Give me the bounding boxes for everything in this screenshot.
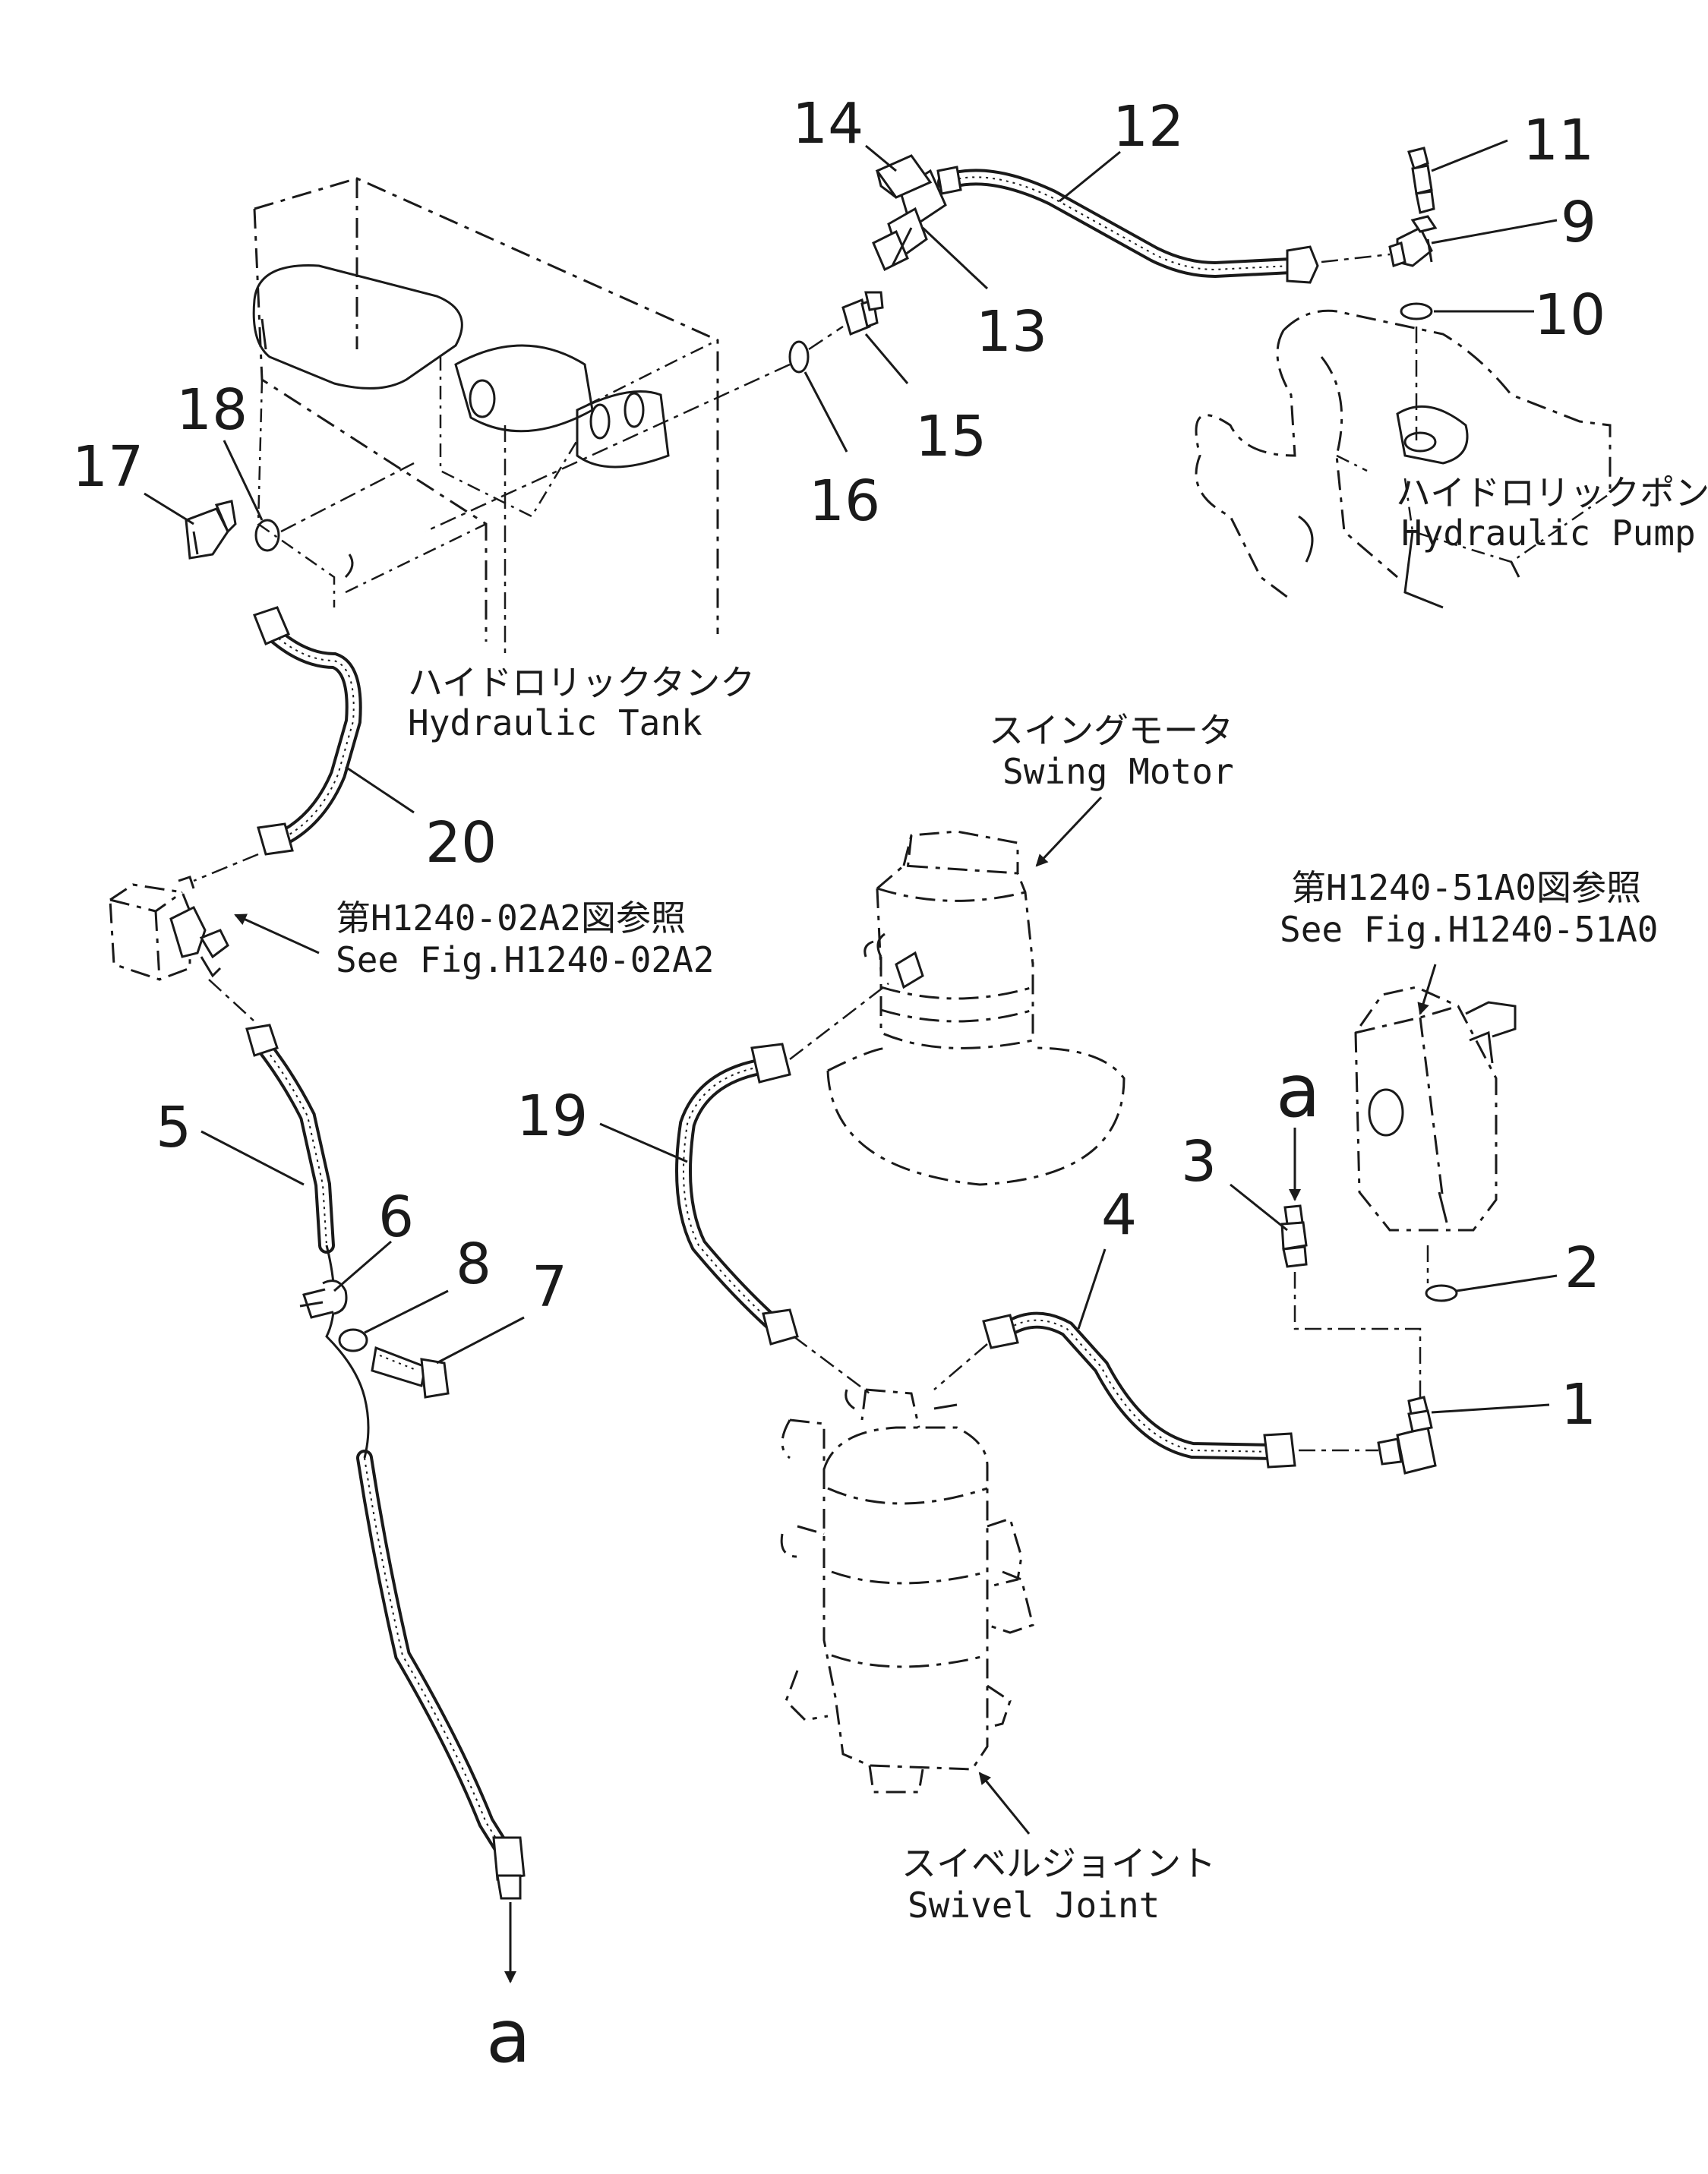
leader-4	[1077, 1248, 1107, 1330]
swing-motor-label-jp: スイングモータ	[989, 710, 1233, 751]
part-number-6: 6	[378, 1185, 414, 1250]
hose-19	[675, 1043, 799, 1346]
ref-51a0-label-jp: 第H1240-51A0図参照	[1291, 867, 1641, 908]
part-number-13: 13	[976, 299, 1047, 364]
hose-4	[982, 1311, 1296, 1469]
leader-2	[1456, 1274, 1558, 1292]
part-15-centerline	[808, 325, 844, 351]
hydraulic-pump-label-en: Hydraulic Pump	[1401, 513, 1696, 554]
connection-letter-top: a	[1276, 1049, 1321, 1134]
ref-02a2-arrow	[234, 913, 320, 954]
part-number-7: 7	[532, 1254, 567, 1320]
part-number-4: 4	[1101, 1182, 1137, 1248]
swivel-joint-label-jp: スイベルジョイント	[901, 1843, 1216, 1884]
tank-port-centerline	[425, 363, 791, 533]
part-2-oring	[1425, 1284, 1458, 1302]
leader-13	[921, 226, 989, 290]
part-number-5: 5	[156, 1095, 191, 1160]
valve-block-02a2	[109, 876, 229, 981]
part-6-clamp	[299, 1279, 348, 1319]
leader-7	[436, 1316, 525, 1365]
leader-18	[223, 440, 264, 521]
part-15-elbow	[841, 291, 884, 336]
leader-8	[364, 1289, 449, 1334]
ref-51a0-label-en: See Fig.H1240-51A0	[1280, 909, 1659, 950]
part-number-15: 15	[915, 404, 987, 469]
leader-9	[1431, 219, 1558, 245]
swing-motor-arrow	[1035, 796, 1103, 867]
hose-5	[245, 1024, 526, 1900]
part-13-elbow	[872, 169, 947, 272]
swivel-joint-arrow	[978, 1772, 1031, 1835]
connection-letter-bottom: a	[486, 1994, 531, 2079]
hose-12	[936, 166, 1319, 284]
part-number-9: 9	[1561, 190, 1596, 255]
ref-02a2-label-en: See Fig.H1240-02A2	[336, 939, 715, 980]
swing-motor-outline	[826, 830, 1126, 1186]
leader-19	[599, 1122, 688, 1163]
part-3-centerline	[1293, 1272, 1422, 1397]
swivel-joint-outline	[780, 1388, 1034, 1794]
part-number-16: 16	[809, 469, 880, 534]
part-number-1: 1	[1561, 1372, 1596, 1437]
part-number-11: 11	[1523, 108, 1594, 173]
part-number-3: 3	[1181, 1129, 1217, 1194]
leader-17	[144, 492, 194, 525]
part-9-tee	[1388, 215, 1438, 267]
leader-20	[345, 765, 415, 814]
leader-1	[1431, 1403, 1550, 1414]
hose-12-centerline	[1321, 253, 1391, 263]
leader-11	[1431, 139, 1508, 172]
part-number-18: 18	[176, 377, 248, 443]
part-number-20: 20	[425, 810, 497, 876]
hydraulic-tank-label-en: Hydraulic Tank	[408, 702, 702, 743]
part-number-17: 17	[72, 434, 144, 500]
part-number-14: 14	[792, 91, 863, 156]
hose-5-top-centerline	[208, 979, 255, 1022]
leader-6	[333, 1240, 392, 1292]
valve-block-51a0	[1354, 986, 1517, 1232]
part-number-2: 2	[1564, 1235, 1600, 1301]
part-18-oring	[254, 519, 280, 552]
part-1-elbow	[1377, 1396, 1437, 1475]
hydraulic-pump-outline	[1195, 309, 1612, 609]
hydraulic-tank-outline	[252, 177, 719, 642]
leader-14	[865, 144, 897, 172]
part-16-oring	[788, 340, 810, 374]
part-10-oring	[1400, 302, 1433, 320]
leader-3	[1230, 1183, 1288, 1232]
part-number-12: 12	[1113, 94, 1184, 159]
part-number-19: 19	[516, 1084, 588, 1149]
leader-12	[1059, 150, 1121, 203]
hydraulic-pump-label-jp: ハイドロリックポンプ	[1396, 472, 1708, 513]
swivel-joint-label-en: Swivel Joint	[908, 1885, 1160, 1926]
part-17-elbow	[185, 500, 237, 560]
leader-5	[200, 1130, 305, 1186]
leader-16	[803, 371, 848, 453]
leader-15	[864, 333, 909, 384]
hose-20	[253, 606, 362, 856]
hose-5-break	[325, 1245, 370, 1459]
part-3-nipple	[1280, 1204, 1308, 1268]
part-18-centerline	[280, 462, 415, 533]
hose-19-top-centerline	[789, 983, 889, 1060]
hydraulic-tank-label-jp: ハイドロリックタンク	[408, 662, 755, 703]
swing-motor-label-en: Swing Motor	[1002, 751, 1234, 792]
hose-4-left-centerline	[933, 1343, 988, 1390]
hose-20-centerline	[193, 853, 259, 882]
hose-19-bottom-centerline	[793, 1336, 870, 1394]
part-11-nipple	[1407, 147, 1435, 214]
ref-51a0-arrow	[1417, 964, 1437, 1015]
part-8-washer	[338, 1328, 368, 1352]
part-number-10: 10	[1534, 282, 1605, 348]
part-7-bolt	[371, 1346, 450, 1399]
part-number-8: 8	[456, 1232, 491, 1297]
ref-02a2-label-jp: 第H1240-02A2図参照	[336, 898, 686, 939]
